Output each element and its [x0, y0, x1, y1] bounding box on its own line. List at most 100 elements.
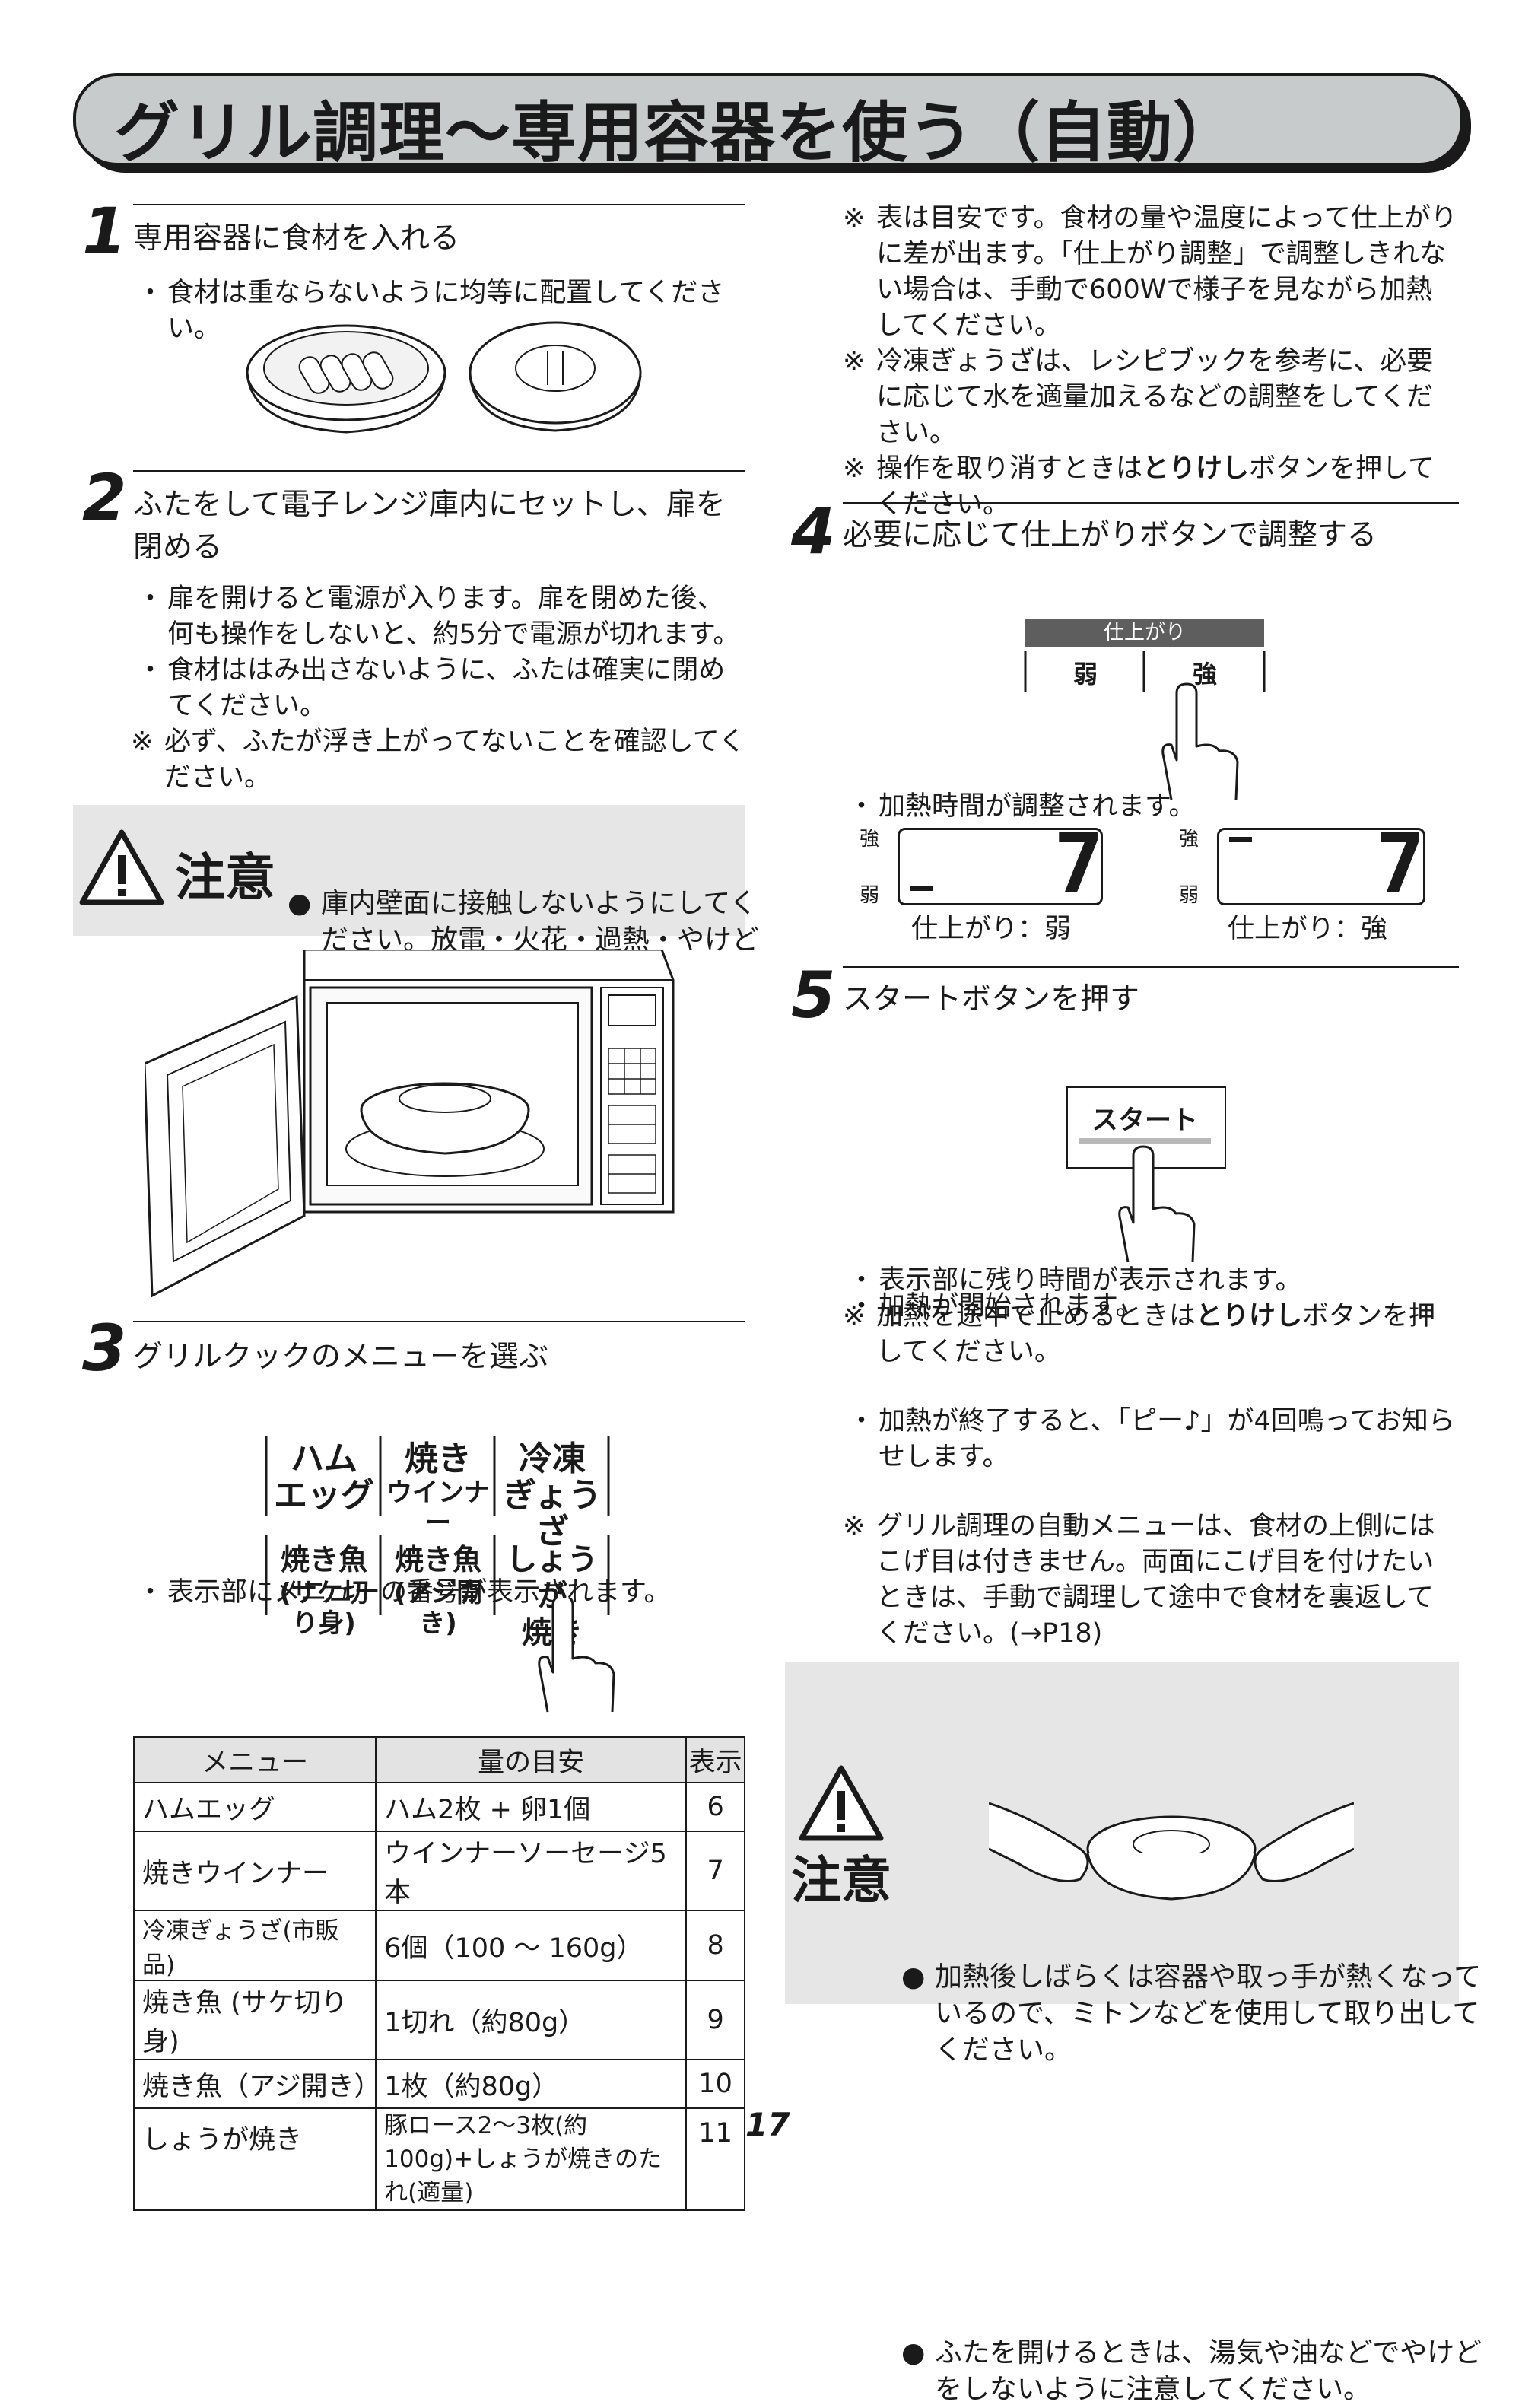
- bullet-mark: ・: [848, 1406, 875, 1436]
- button-grilled-salmon[interactable]: 焼き魚 (サケ切り身): [268, 1541, 380, 1639]
- list-item-text: グリル調理の自動メニューは、食材の上側にはこげ目は付きません。両面にこげ目を付け…: [876, 1511, 1436, 1649]
- note-text: 表は目安です。食材の量や温度によって仕上がりに差が出ます。「仕上がり調整」で調整…: [876, 203, 1457, 341]
- note-item: ※ 操作を取り消すときはとりけしボタンを押してください。: [843, 451, 1459, 523]
- hands-holding-container-illustration: [989, 1802, 1354, 1901]
- button-label-line2: (サケ切り身): [279, 1578, 369, 1639]
- list-item: ・ 扉を開けると電源が入ります。扉を閉めた後、何も操作をしないと、約5分で電源が…: [137, 581, 745, 653]
- list-item: ・ 食材ははみ出さないように、ふたは確実に閉めてください。: [137, 653, 745, 724]
- step4-item: ・ 加熱時間が調整されます。: [848, 789, 1487, 825]
- note-text: 操作を取り消すときは: [876, 453, 1143, 484]
- table-cell-display: 7: [685, 1831, 745, 1911]
- list-item-text: 加熱を途中で止めるときは: [876, 1301, 1196, 1331]
- step5-item: ・ 加熱が開始されます。: [848, 1289, 1487, 1325]
- table-cell-amount: ウインナーソーセージ5本: [375, 1831, 688, 1911]
- microwave-illustration: [145, 950, 675, 1298]
- step3-item: ・ 表示部にメニューの番号が表示されます。: [137, 1575, 776, 1611]
- table-cell-amount: 1枚（約80g）: [375, 2059, 688, 2109]
- list-item-text: ボタンを押してください。: [876, 1301, 1436, 1367]
- table-row: しょうが焼き 豚ロース2～3枚(約100g)+しょうが焼きのたれ(適量) 11: [132, 2107, 745, 2211]
- button-label-line1: 焼き: [405, 1439, 472, 1478]
- button-ham-egg[interactable]: ハム エッグ: [268, 1441, 380, 1514]
- page-number: 17: [745, 2106, 790, 2143]
- table-row: 焼きウインナー ウインナーソーセージ5本 7: [132, 1831, 745, 1911]
- button-label-line1: 焼き魚: [280, 1543, 367, 1576]
- caution-text: 加熱後しばらくは容器や取っ手が熱くなっているので、ミトンなどを使用して取り出して…: [935, 1961, 1482, 2066]
- display1: [898, 828, 1103, 905]
- display1-caption: 仕上がり：弱: [911, 914, 1072, 944]
- table-cell-menu: 焼きウインナー: [132, 1831, 377, 1911]
- display1-level-bar: [910, 886, 933, 891]
- step1-heading: 専用容器に食材を入れる: [133, 221, 460, 256]
- table-cell-display: 9: [685, 1980, 745, 2060]
- table-cell-display: 10: [685, 2059, 745, 2109]
- table-cell-display: 8: [685, 1910, 745, 1981]
- step5-heading: スタートボタンを押す: [843, 982, 1140, 1016]
- button-frozen-gyoza[interactable]: 冷凍 ぎょうざ: [496, 1441, 608, 1551]
- button-label-line1: ハム: [291, 1439, 357, 1478]
- table-row: 焼き魚（アジ開き） 1枚（約80g） 10: [132, 2059, 745, 2109]
- table-cell-menu: 焼き魚（アジ開き）: [132, 2059, 381, 2109]
- page-title: グリル調理～専用容器を使う（自動）: [114, 95, 1239, 171]
- caution-bullet-2: ● ふたを開けるときは、湯気や油などでやけどをしないように注意してください。: [901, 2335, 1482, 2408]
- step4-rule: [843, 502, 1459, 504]
- button-yaki-wiener[interactable]: 焼き ウインナー: [382, 1439, 494, 1539]
- note-mark: ※: [131, 727, 154, 757]
- display1-digit: 7: [1053, 815, 1104, 912]
- bullet-mark: ・: [137, 278, 164, 308]
- note-item: ※ 冷凍ぎょうざは、レシピブックを参考に、必要に応じて水を適量加えるなどの調整を…: [843, 344, 1459, 451]
- step3-item-text: 表示部にメニューの番号が表示されます。: [167, 1577, 671, 1608]
- bullet-mark: ●: [288, 888, 312, 919]
- step3-rule: [133, 1321, 745, 1322]
- step2-items: ・ 扉を開けると電源が入ります。扉を閉めた後、何も操作をしないと、約5分で電源が…: [131, 581, 745, 796]
- step1-rule: [133, 204, 745, 205]
- finish-weak-button[interactable]: 弱: [1072, 660, 1098, 689]
- step2-rule: [133, 470, 745, 472]
- list-item: ※ グリル調理の自動メニューは、食材の上側にはこげ目は付きません。両面にこげ目を…: [843, 1509, 1459, 1652]
- table-row: 焼き魚 (サケ切り身) 1切れ（約80g） 9: [132, 1980, 745, 2060]
- note-mark: ※: [843, 1511, 866, 1541]
- finish-strong-button[interactable]: 強: [1192, 660, 1217, 689]
- note-mark: ※: [843, 203, 866, 234]
- start-button[interactable]: スタート: [1091, 1105, 1198, 1136]
- note-item: ※ 表は目安です。食材の量や温度によって仕上がりに差が出ます。「仕上がり調整」で…: [843, 201, 1459, 344]
- caution-box-1: [73, 805, 745, 936]
- bullet-mark: ・: [137, 1577, 164, 1608]
- step2-number: 2: [82, 460, 127, 535]
- note-mark: ※: [843, 453, 866, 484]
- table-cell-amount: 1切れ（約80g）: [375, 1980, 688, 2060]
- table-row: ハムエッグ ハム2枚 + 卵1個 6: [132, 1782, 745, 1832]
- table-row: 冷凍ぎょうざ(市販品) 6個（100 ～ 160g） 8: [132, 1910, 745, 1981]
- column-header: 表示: [685, 1736, 745, 1783]
- step3-number: 3: [82, 1311, 127, 1385]
- display2-weak-label: 弱: [1179, 884, 1199, 907]
- finish-panel-label: 仕上がり: [1025, 619, 1264, 647]
- list-item-text: 加熱が終了すると、「ピー♪」が4回鳴ってお知らせします。: [879, 1406, 1455, 1472]
- step5-after-items: ・ 表示部に残り時間が表示されます。 ※ 加熱を途中で止めるときはとりけしボタン…: [843, 1263, 1459, 1652]
- list-item-text: 食材ははみ出さないように、ふたは確実に閉めてください。: [167, 655, 726, 721]
- note-bold-text: とりけし: [1142, 453, 1250, 484]
- warning-triangle-icon: [79, 829, 164, 905]
- caution-bullet-1: ● 加熱後しばらくは容器や取っ手が熱くなっているので、ミトンなどを使用して取り出…: [901, 1959, 1482, 2069]
- note-mark: ※: [843, 346, 866, 377]
- button-label-line2: ぎょうざ: [503, 1476, 602, 1551]
- step2-heading: ふたをして電子レンジ庫内にセットし、扉を閉める: [133, 488, 726, 565]
- column-header: 量の目安: [375, 1736, 688, 1783]
- button-grilled-horse-mackerel[interactable]: 焼き魚 (アジ開き): [382, 1541, 494, 1639]
- step1-number: 1: [82, 194, 127, 269]
- step4-number: 4: [791, 494, 836, 568]
- caution-word: 注意: [175, 848, 275, 907]
- list-item: ・ 表示部に残り時間が表示されます。: [848, 1263, 1459, 1299]
- bullet-mark: ・: [848, 791, 875, 822]
- menu-table: メニュー 量の目安 表示 ハムエッグ ハム2枚 + 卵1個 6 焼きウインナー …: [132, 1736, 745, 2211]
- container-illustration: [246, 321, 642, 434]
- start-button-underline: [1079, 1138, 1211, 1144]
- button-label-line2: (アジ開き): [393, 1578, 483, 1639]
- display2-caption: 仕上がり：強: [1228, 914, 1388, 944]
- display1-strong-label: 強: [860, 828, 880, 851]
- bullet-mark: ・: [137, 584, 164, 614]
- bullet-mark: ・: [848, 1265, 875, 1296]
- caution-word: 注意: [791, 1851, 891, 1910]
- pointing-hand-icon: [538, 1598, 615, 1713]
- step1-item-text: 食材は重ならないように均等に配置してください。: [167, 278, 725, 344]
- finish-panel-dividers: [1024, 651, 1266, 692]
